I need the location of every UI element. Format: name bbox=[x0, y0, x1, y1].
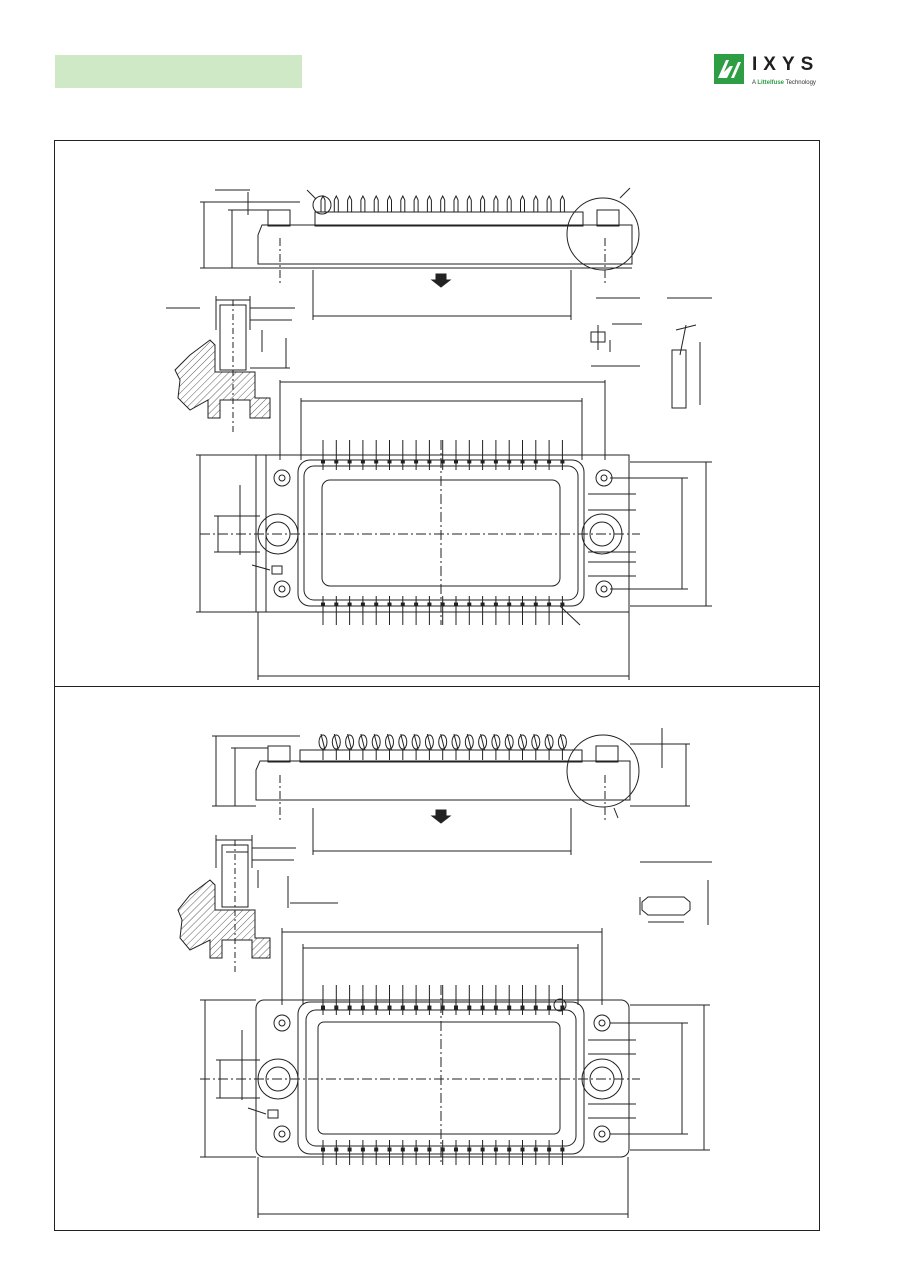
ixys-logo-icon bbox=[714, 54, 744, 84]
press-fit-pin bbox=[385, 733, 394, 760]
ixys-logo: IXYS A Littelfuse Technology bbox=[714, 52, 824, 88]
pin-position bbox=[374, 440, 379, 625]
pin-position bbox=[467, 440, 472, 625]
press-fit-pin bbox=[345, 733, 355, 760]
pin-position bbox=[374, 985, 379, 1165]
top-side-view bbox=[200, 187, 640, 320]
top-drawing bbox=[166, 187, 712, 680]
pin bbox=[440, 194, 446, 212]
press-fit-pin bbox=[438, 733, 448, 760]
pin-position bbox=[414, 440, 419, 625]
pin bbox=[559, 194, 565, 212]
pin-position bbox=[533, 985, 538, 1165]
pin-position bbox=[480, 985, 485, 1165]
pin-position bbox=[400, 985, 405, 1165]
logo-brand-text: IXYS bbox=[752, 54, 820, 75]
pin-position bbox=[560, 985, 565, 1165]
pin bbox=[360, 194, 366, 212]
press-fit-pin bbox=[518, 733, 527, 760]
press-fit-pin bbox=[451, 733, 461, 760]
pin-position bbox=[387, 440, 392, 625]
pin-position bbox=[321, 985, 325, 1165]
pin bbox=[320, 194, 326, 212]
press-fit-pin bbox=[371, 733, 381, 760]
pin bbox=[533, 194, 539, 212]
bottom-drawing bbox=[177, 728, 712, 1218]
pin bbox=[546, 194, 552, 212]
pin-position bbox=[547, 985, 552, 1165]
pin bbox=[426, 194, 432, 212]
bottom-plan-view bbox=[200, 928, 710, 1218]
bottom-detail-section bbox=[177, 835, 338, 972]
pin bbox=[387, 194, 392, 212]
pin bbox=[413, 194, 419, 212]
pin-position bbox=[507, 985, 512, 1165]
pin-position bbox=[427, 985, 432, 1165]
top-detail-section bbox=[166, 296, 295, 435]
pin-position bbox=[493, 985, 498, 1165]
press-fit-pin bbox=[411, 733, 421, 760]
pin-position bbox=[560, 440, 565, 625]
pin-position bbox=[507, 440, 512, 625]
pin-position bbox=[547, 440, 552, 625]
pin-position bbox=[520, 985, 525, 1165]
press-fit-pin bbox=[331, 733, 341, 760]
press-fit-pin bbox=[318, 733, 328, 760]
pin-position bbox=[480, 440, 485, 625]
press-fit-pin bbox=[358, 733, 368, 760]
bottom-pin-details bbox=[639, 861, 712, 925]
pin bbox=[520, 194, 525, 212]
pin-position bbox=[440, 440, 445, 625]
pin-position bbox=[520, 440, 525, 625]
bottom-side-view bbox=[212, 728, 690, 855]
logo-tagline: A Littelfuse Technology bbox=[752, 80, 816, 86]
press-fit-pin bbox=[531, 733, 541, 760]
section-divider bbox=[54, 686, 820, 687]
pin-position bbox=[347, 985, 352, 1165]
press-fit-pin bbox=[464, 733, 474, 760]
pin bbox=[506, 194, 512, 212]
pin-position bbox=[334, 440, 339, 625]
drawing-frame bbox=[54, 140, 820, 1231]
pin-position bbox=[414, 985, 419, 1165]
pin-position bbox=[427, 440, 432, 625]
pin-position bbox=[360, 985, 365, 1165]
pin bbox=[453, 194, 459, 212]
press-fit-pin bbox=[398, 733, 408, 760]
press-fit-pin bbox=[544, 733, 554, 760]
pin-position bbox=[533, 440, 538, 625]
pin-position bbox=[334, 985, 339, 1165]
top-plan-view bbox=[196, 380, 712, 680]
pin-position bbox=[454, 985, 458, 1165]
pin bbox=[480, 194, 486, 212]
pin-position bbox=[467, 985, 472, 1165]
title-banner bbox=[55, 55, 302, 88]
pin-position bbox=[440, 985, 445, 1165]
press-fit-pin bbox=[504, 733, 514, 760]
pin-position bbox=[493, 440, 498, 625]
pin bbox=[466, 194, 472, 212]
press-fit-pin bbox=[424, 733, 434, 760]
press-fit-pin bbox=[491, 733, 501, 760]
pin bbox=[347, 194, 353, 212]
pin-position bbox=[454, 440, 458, 625]
pin-position bbox=[321, 440, 325, 625]
pin bbox=[493, 194, 499, 212]
pin bbox=[373, 194, 379, 212]
pin bbox=[400, 194, 406, 212]
press-fit-pin bbox=[478, 733, 488, 760]
top-pin-details bbox=[590, 297, 712, 409]
pin-position bbox=[400, 440, 405, 625]
pin-position bbox=[347, 440, 352, 625]
pin-position bbox=[360, 440, 365, 625]
pin bbox=[333, 194, 339, 212]
press-fit-pin bbox=[557, 733, 567, 760]
pin-position bbox=[387, 985, 392, 1165]
